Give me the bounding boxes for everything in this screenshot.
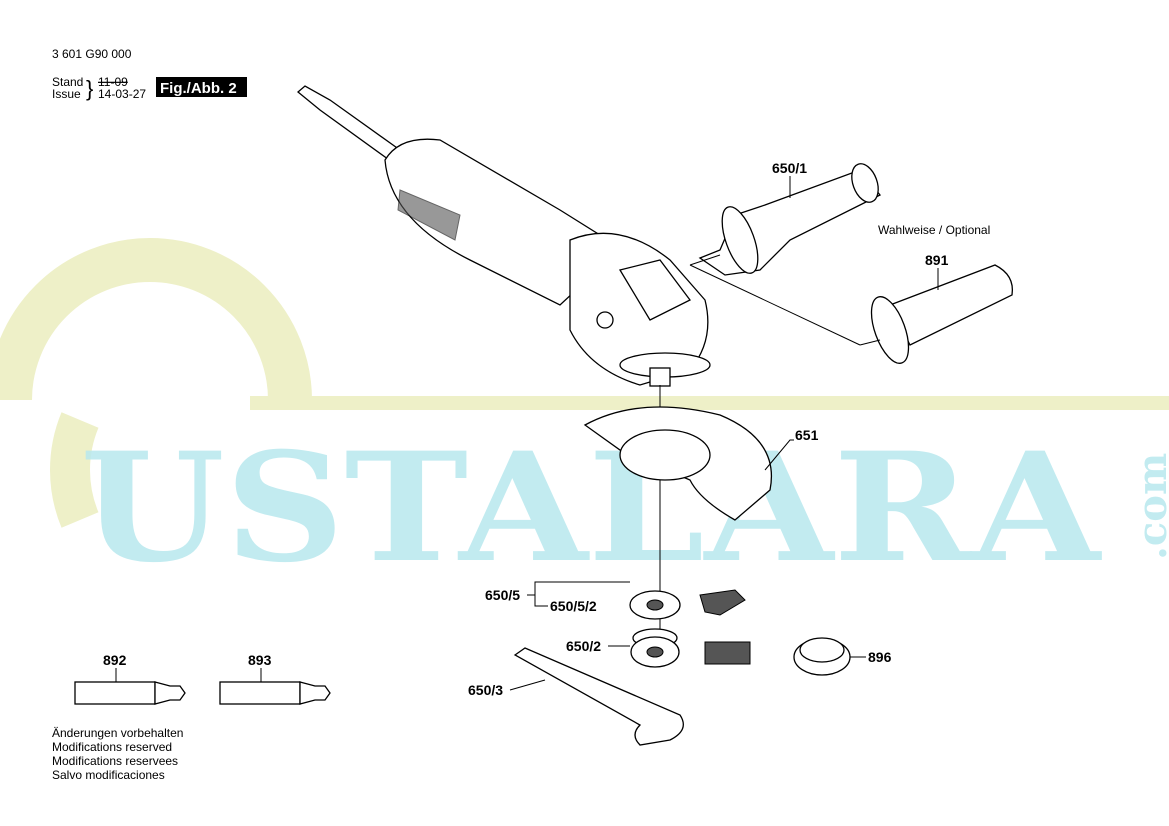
watermark-arc — [0, 238, 312, 401]
nut-section-650-2 — [704, 641, 751, 665]
watermark-suffix: .com — [1129, 453, 1169, 560]
label-650-5-2: 650/5/2 — [550, 598, 597, 614]
flange-section-650-5 — [699, 589, 746, 616]
auxiliary-handle-891 — [859, 264, 1014, 364]
watermark-band — [250, 396, 1169, 410]
footer-line: Modifications reservees — [52, 754, 178, 768]
label-891: 891 — [925, 252, 949, 268]
watermark: USTALARA .com — [0, 238, 1169, 596]
label-optional: Wahlweise / Optional — [878, 223, 990, 237]
footer-line: Änderungen vorbehalten — [52, 726, 183, 740]
tube-892 — [74, 681, 186, 705]
label-650-1: 650/1 — [772, 160, 807, 176]
figure-label-box — [156, 77, 247, 97]
issue-value: 14-03-27 — [98, 87, 146, 101]
label-892: 892 — [103, 652, 127, 668]
guard-651 — [583, 406, 772, 521]
doc-number: 3 601 G90 000 — [52, 47, 132, 61]
brace: } — [86, 76, 93, 101]
label-650-5: 650/5 — [485, 587, 520, 603]
stand-label: Stand — [52, 75, 83, 89]
label-651: 651 — [795, 427, 819, 443]
watermark-text: USTALARA — [80, 420, 1103, 596]
footer-line: Modifications reserved — [52, 740, 172, 754]
spanner-650-3 — [513, 647, 684, 746]
tube-893 — [219, 681, 331, 705]
watermark-arc-lower — [50, 412, 99, 528]
label-896: 896 — [868, 649, 892, 665]
label-650-2: 650/2 — [566, 638, 601, 654]
label-650-3: 650/3 — [468, 682, 503, 698]
footer-line: Salvo modificaciones — [52, 768, 165, 782]
label-893: 893 — [248, 652, 272, 668]
issue-label: Issue — [52, 87, 81, 101]
angle-grinder — [296, 85, 711, 387]
stand-value: 11-09 — [98, 75, 128, 89]
auxiliary-handle-650-1 — [689, 163, 882, 276]
figure-label: Fig./Abb. 2 — [160, 80, 237, 97]
